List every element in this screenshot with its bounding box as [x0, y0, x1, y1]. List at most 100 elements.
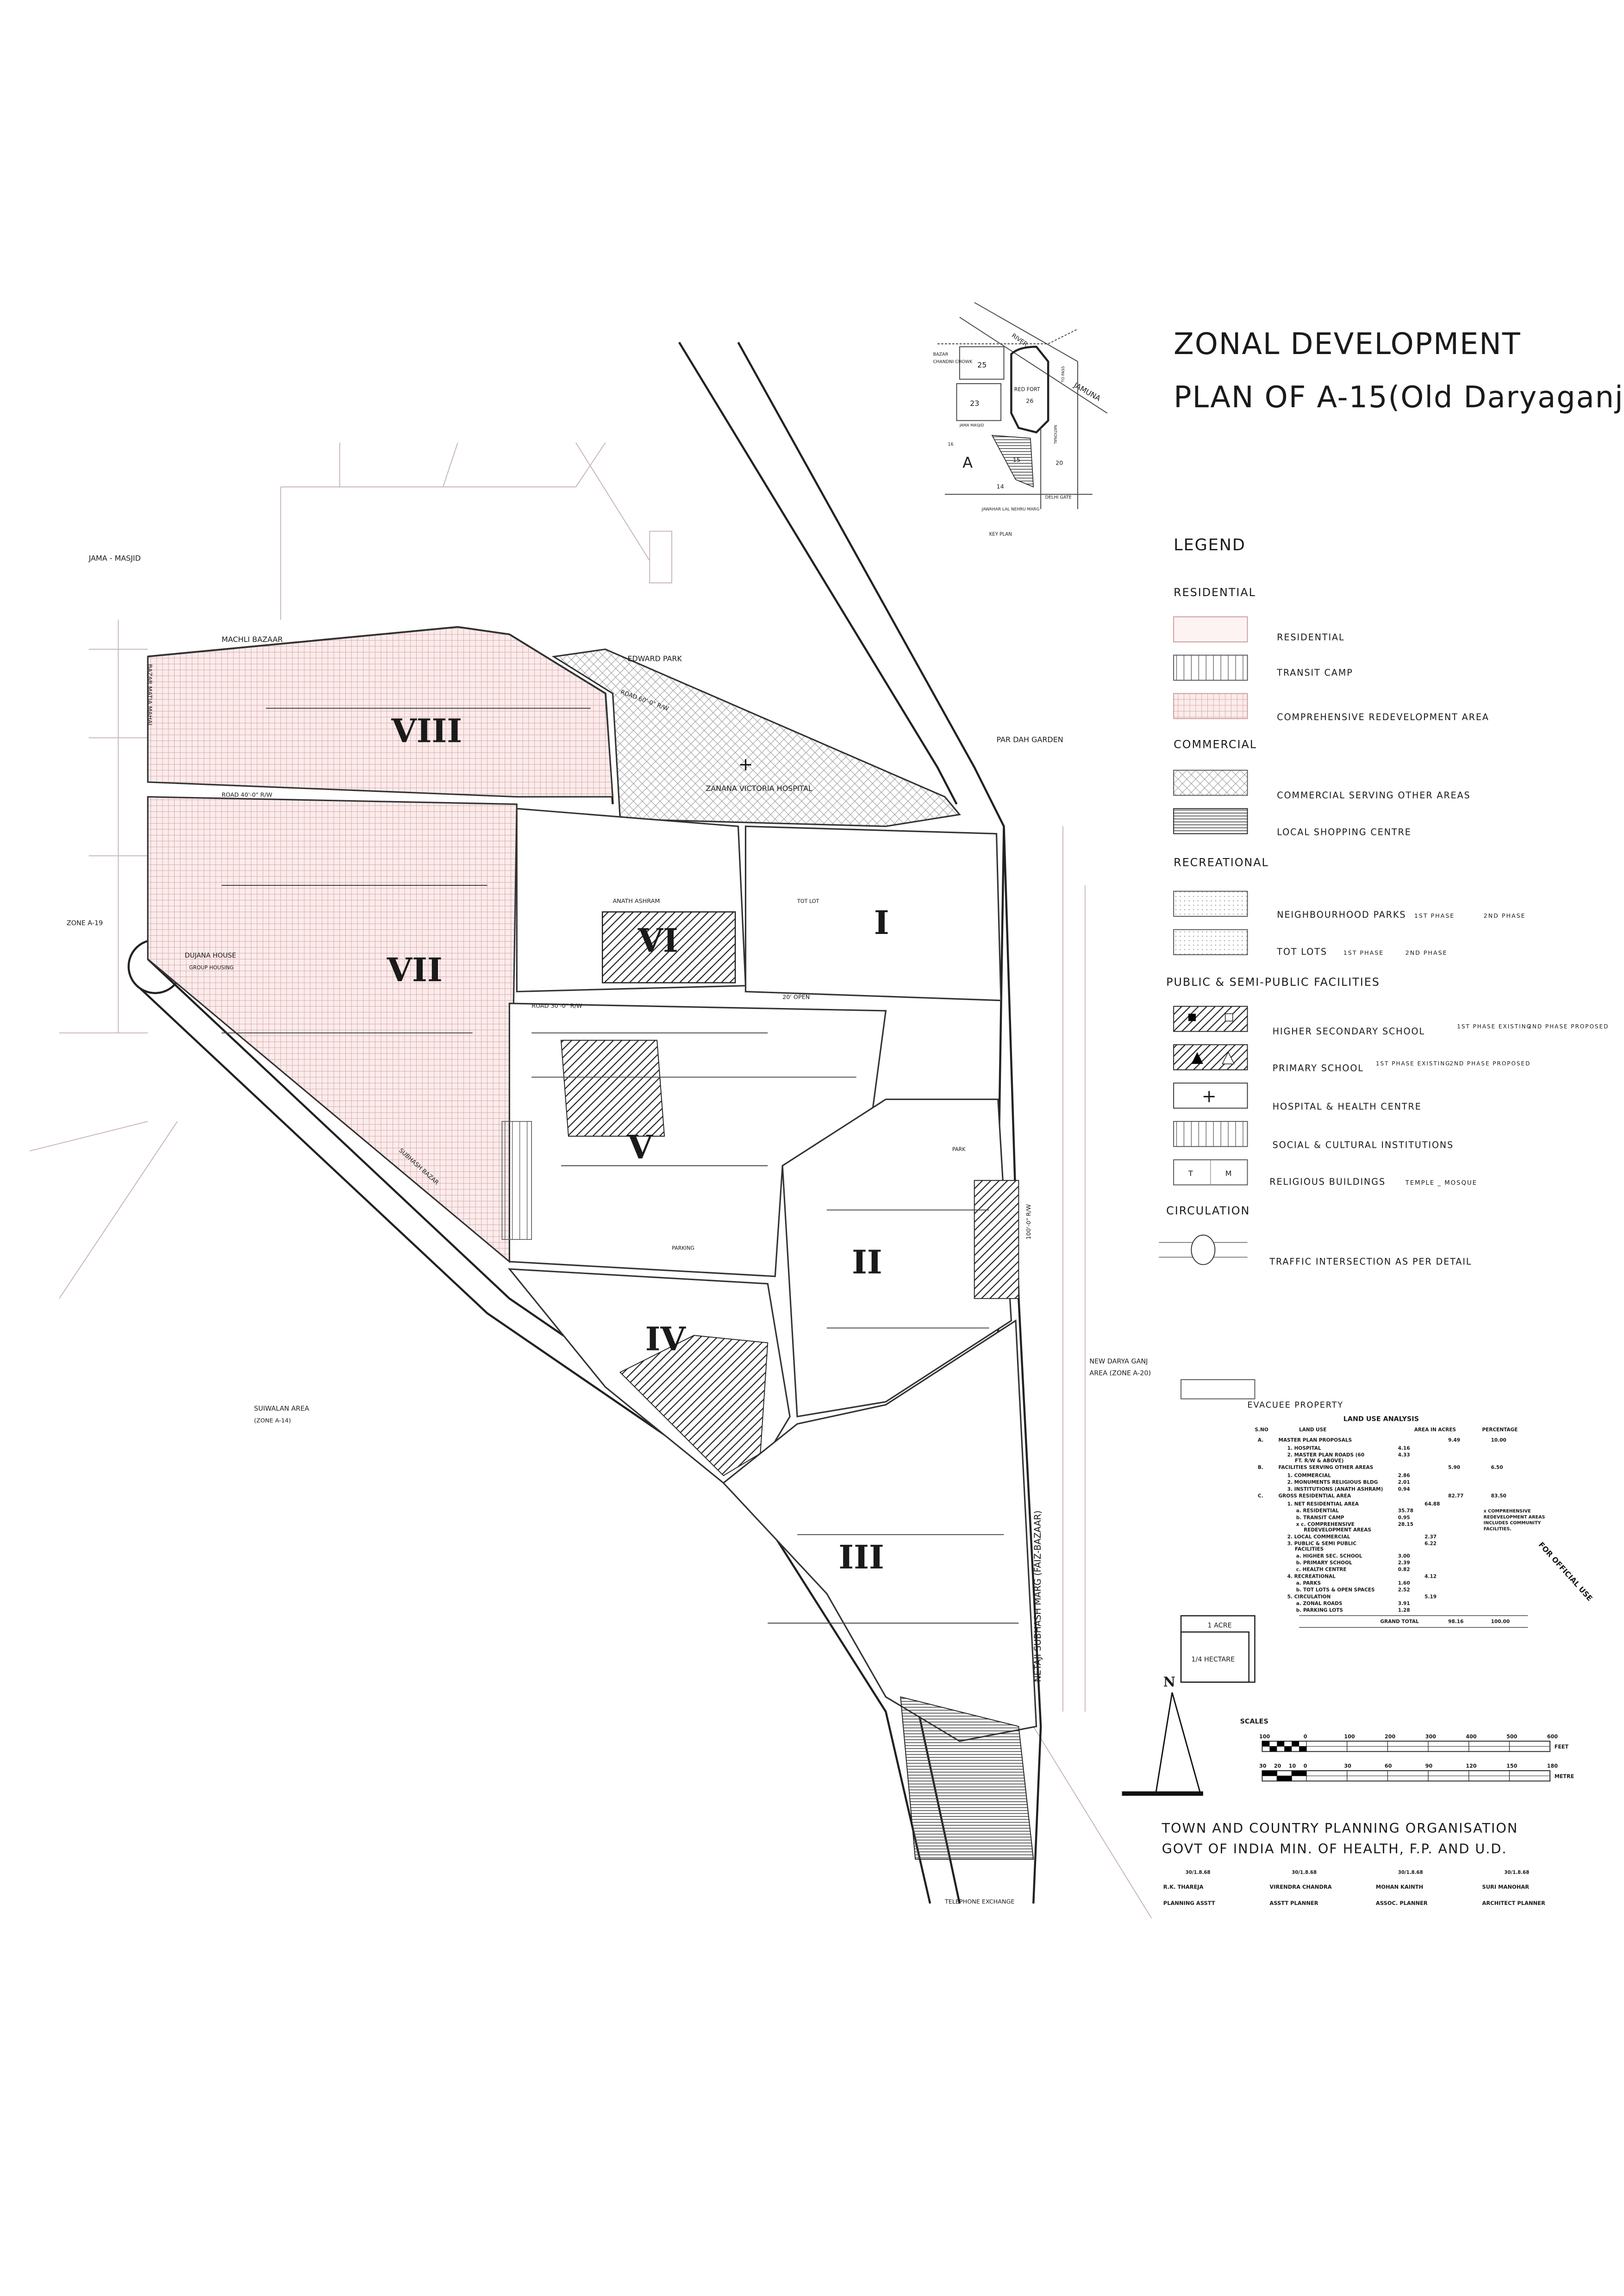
- grand-total-percentage: 100.00: [1491, 1619, 1510, 1624]
- legend-label-local-shopping: LOCAL SHOPPING CENTRE: [1277, 827, 1411, 838]
- label-road-30: ROAD 30'-0" R/W: [531, 1003, 582, 1010]
- row-sub-area: 2.52: [1398, 1587, 1410, 1593]
- row-sub-area: 2.86: [1398, 1473, 1410, 1478]
- row-sub-area: 4.33: [1398, 1452, 1410, 1458]
- land-use-row: a. ZONAL ROADS 3.91: [1296, 1601, 1410, 1606]
- header-percentage: PERCENTAGE: [1482, 1427, 1518, 1433]
- row-sub-area: 3.91: [1398, 1601, 1410, 1606]
- legend-section-commercial: COMMERCIAL: [1174, 738, 1257, 751]
- land-use-row: 2. MASTER PLAN ROADS (60 FT. R/W & ABOVE…: [1287, 1452, 1410, 1463]
- legend-label-comprehensive: COMPREHENSIVE REDEVELOPMENT AREA: [1277, 712, 1489, 722]
- legend-label-evacuee: EVACUEE PROPERTY: [1248, 1401, 1343, 1410]
- row-sub-area: 0.95: [1398, 1515, 1410, 1520]
- key-plan-jamuna: JAMUNA: [1072, 380, 1102, 403]
- land-use-note: x COMPREHENSIVE REDEVELOPMENT AREAS INCL…: [1484, 1508, 1545, 1531]
- row-area: 9.49: [1448, 1437, 1460, 1443]
- land-use-row: b. TRANSIT CAMP 0.95: [1296, 1515, 1410, 1520]
- zone-iii-commercial-site: [900, 1696, 1034, 1860]
- row-label: a. ZONAL ROADS: [1296, 1601, 1343, 1606]
- legend-swatch-comprehensive: [1173, 693, 1248, 719]
- row-mid-area: 6.22: [1424, 1541, 1437, 1546]
- label-machli-bazaar: MACHLI BAZAAR: [222, 635, 283, 644]
- legend-parks-phase1: 1ST PHASE: [1414, 913, 1455, 920]
- zone-v-school-site: [560, 1039, 665, 1137]
- legend-tot-phase1: 1ST PHASE: [1343, 950, 1384, 957]
- legend-swatch-social: [1173, 1121, 1248, 1147]
- legend-label-residential: RESIDENTIAL: [1277, 632, 1344, 643]
- legend-section-recreational: RECREATIONAL: [1174, 856, 1269, 869]
- header-sno: S.NO: [1255, 1427, 1268, 1433]
- signatory-date: 30/1.8.68: [1398, 1870, 1423, 1875]
- hospital-cross-icon: +: [738, 754, 753, 775]
- row-label: b. PRIMARY SCHOOL: [1296, 1560, 1352, 1566]
- legend-swatch-primary: [1173, 1044, 1248, 1070]
- header-area: AREA IN ACRES: [1414, 1427, 1456, 1433]
- legend-swatch-evacuee: [1181, 1379, 1255, 1400]
- quarter-hectare-label: 1/4 HECTARE: [1191, 1656, 1235, 1663]
- legend-hss-phase1: 1ST PHASE EXISTING: [1457, 1023, 1532, 1030]
- legend-label-transit-camp: TRANSIT CAMP: [1276, 667, 1353, 678]
- land-use-analysis-table: LAND USE ANALYSIS S.NO LAND USE AREA IN …: [1255, 1415, 1594, 1628]
- signatory-date: 30/1.8.68: [1292, 1870, 1317, 1875]
- legend-swatch-local-shopping: [1173, 808, 1248, 834]
- signatory-name: VIRENDRA CHANDRA: [1269, 1884, 1331, 1890]
- feet-tick-label: 500: [1506, 1734, 1518, 1740]
- label-edward-park: EDWARD PARK: [627, 654, 682, 663]
- title-block: ZONAL DEVELOPMENT PLAN OF A-15(Old Darya…: [1174, 327, 1624, 415]
- row-sno: A.: [1258, 1437, 1263, 1443]
- row-sub-area: 1.28: [1398, 1608, 1410, 1613]
- label-group-housing: GROUP HOUSING: [189, 965, 234, 971]
- feet-tick-label: 200: [1385, 1734, 1396, 1740]
- key-plan-jama-masjid: JAMA MASJID: [959, 423, 984, 427]
- legend-tot-phase2: 2ND PHASE: [1405, 950, 1448, 957]
- north-label: N: [1163, 1674, 1175, 1690]
- one-acre-label: 1 ACRE: [1207, 1622, 1231, 1630]
- land-use-row: x c. COMPREHENSIVE REDEVELOPMENT AREAS28…: [1296, 1522, 1413, 1533]
- hss-existing-icon: [1188, 1014, 1196, 1021]
- signatory-name: SURI MANOHAR: [1482, 1884, 1529, 1890]
- label-par-dah-garden: PAR DAH GARDEN: [997, 735, 1063, 744]
- row-label: b. TRANSIT CAMP: [1296, 1515, 1344, 1520]
- feet-scale-checker: [1299, 1746, 1307, 1752]
- legend-label-primary: PRIMARY SCHOOL: [1273, 1063, 1364, 1074]
- zone-vii-area: [147, 796, 518, 1263]
- legend-swatch-transit-camp: [1173, 654, 1248, 681]
- land-use-title: LAND USE ANALYSIS: [1343, 1415, 1419, 1423]
- land-use-row: 3. INSTITUTIONS (ANATH ASHRAM)0.94: [1287, 1487, 1410, 1492]
- feet-scale-checker: [1269, 1746, 1277, 1752]
- label-zanana-hospital: ZANANA VICTORIA HOSPITAL: [706, 784, 812, 793]
- row-sub-area: 1.60: [1398, 1580, 1410, 1586]
- zone-vi-label: VI: [637, 921, 678, 959]
- feet-tick-label: 300: [1425, 1734, 1437, 1740]
- row-label: 2. LOCAL COMMERCIAL: [1287, 1534, 1350, 1540]
- label-bazar-matia-mahal: BAZAR MATIA MAHAL: [146, 664, 153, 728]
- legend-label-hospital: HOSPITAL & HEALTH CENTRE: [1273, 1101, 1422, 1112]
- primary-proposed-icon: [1222, 1051, 1235, 1064]
- label-dujana-house: DUJANA HOUSE: [185, 952, 236, 959]
- metre-tick-label: 90: [1425, 1763, 1433, 1769]
- feet-scale-checker: [1284, 1746, 1292, 1752]
- key-plan-zone-25: 25: [977, 361, 987, 369]
- label-tot-lot: TOT LOT: [797, 898, 819, 904]
- row-label: x c. COMPREHENSIVE REDEVELOPMENT AREAS: [1296, 1522, 1371, 1533]
- row-sno: B.: [1258, 1465, 1263, 1470]
- row-percentage: 83.50: [1491, 1493, 1506, 1499]
- label-road-20: 20' OPEN: [782, 994, 810, 1001]
- zone-ii-area: [781, 1098, 1012, 1418]
- row-label: 2. MASTER PLAN ROADS (60 FT. R/W & ABOVE…: [1287, 1452, 1365, 1463]
- key-plan-label: KEY PLAN: [989, 532, 1012, 537]
- legend-label-commercial-serving: COMMERCIAL SERVING OTHER AREAS: [1277, 790, 1470, 801]
- row-label: FACILITIES SERVING OTHER AREAS: [1279, 1465, 1374, 1470]
